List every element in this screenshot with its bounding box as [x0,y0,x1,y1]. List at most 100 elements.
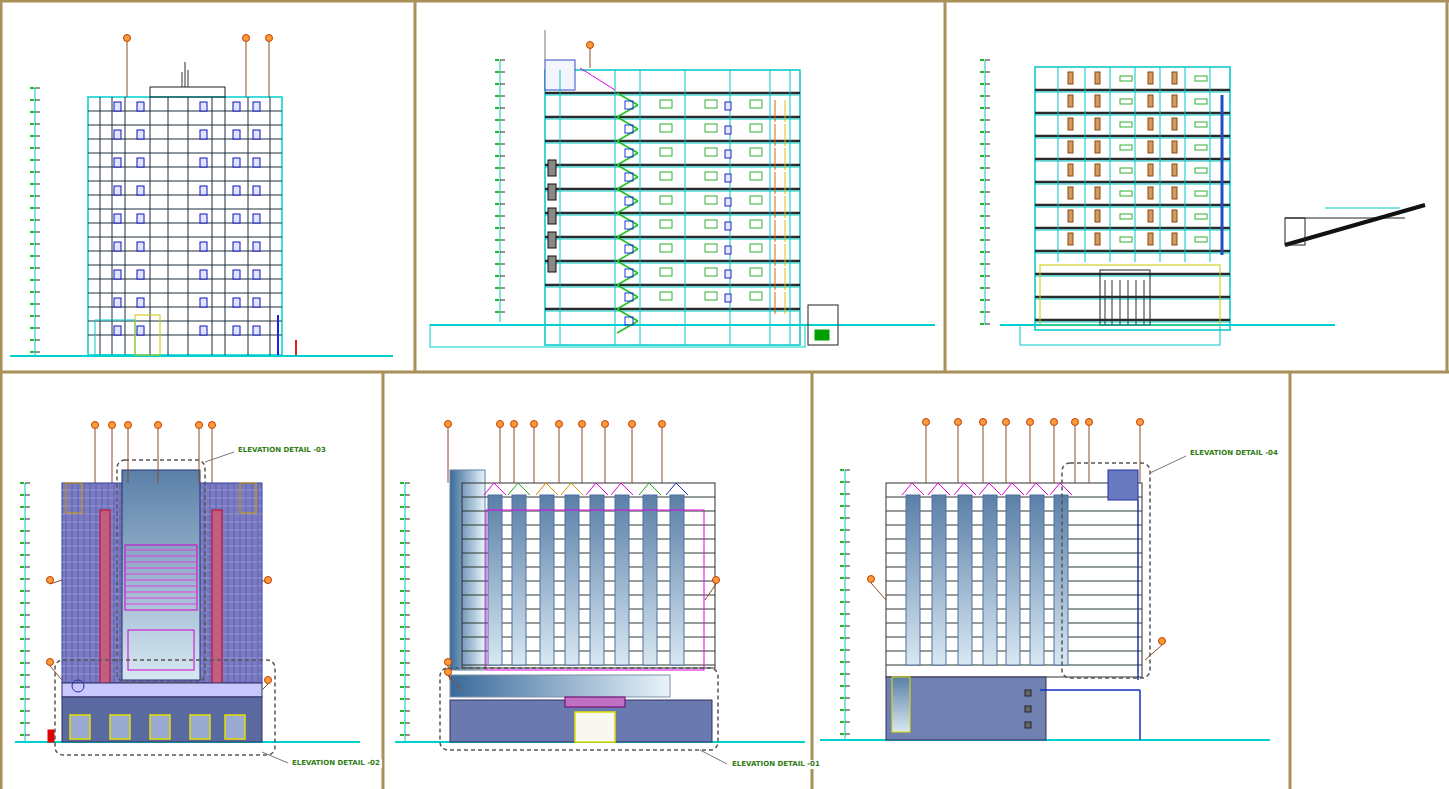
level-tick [35,352,40,353]
window [114,270,121,279]
pier [212,510,222,685]
callout-leader [448,676,462,690]
panel-divider [1289,372,1292,789]
callout-bubble [868,576,875,583]
level-mark [30,183,34,185]
door [1148,141,1153,153]
room-tag [750,244,762,252]
level-mark [400,614,404,616]
level-mark [840,709,844,711]
level-tick [25,543,30,544]
level-mark [840,517,844,519]
mullion [1110,67,1111,262]
window [253,158,260,167]
mullion [1058,67,1059,262]
slab [1035,204,1230,207]
level-mark [980,143,984,145]
callout-leader [212,429,213,483]
level-mark [980,83,984,85]
level-mark [30,327,34,329]
level-mark [980,131,984,133]
level-mark [980,251,984,253]
callout-leader [590,49,591,68]
pier [100,510,110,685]
callout-bubble [266,35,273,42]
level-tick [35,304,40,305]
callout-leader [128,429,129,483]
level-scale [845,470,846,740]
level-tick [845,530,850,531]
shaft-line [775,148,776,170]
level-tick [500,228,505,229]
stair-flight [617,225,638,237]
magenta-grid [125,604,197,605]
floor-line [88,125,282,126]
slab-edge [1035,161,1230,162]
shaft-line [775,268,776,290]
level-tick [405,567,410,568]
glazing-grid [210,483,211,683]
callout-bubble [47,659,54,666]
stair-flight [617,189,638,201]
callout-leader [534,428,535,483]
detail-label: ELEVATION DETAIL -04 [1188,449,1280,458]
level-tick [500,300,505,301]
level-mark [495,155,499,157]
window [233,186,240,195]
slab-edge [1035,322,1230,323]
window [137,158,144,167]
level-scale [35,88,36,355]
callout-leader [199,429,200,483]
level-mark [20,578,24,580]
room-tag [750,268,762,276]
callout-bubble [155,422,162,429]
level-tick [500,180,505,181]
stair-node [625,245,633,253]
level-tick [985,300,990,301]
window [233,130,240,139]
shaft-line [775,292,776,314]
level-tick [500,216,505,217]
window [114,186,121,195]
level-tick [35,148,40,149]
magenta-grid [125,580,197,581]
level-mark [400,650,404,652]
level-tick [405,531,410,532]
section-outline [1035,67,1230,330]
callout-leader [1145,645,1162,660]
level-mark [30,231,34,233]
level-tick [985,132,990,133]
door [1068,118,1073,130]
room-tag [705,268,717,276]
slab-edge [545,95,800,96]
window [200,130,207,139]
side-tower [450,470,485,670]
level-tick [845,518,850,519]
level-mark [400,722,404,724]
door [1172,164,1177,176]
room-tag [1195,191,1207,196]
level-mark [20,722,24,724]
level-tick [500,120,505,121]
glazing-grid [62,586,262,587]
stair-flight [617,177,638,189]
panel-divider [1446,0,1449,372]
level-tick [845,494,850,495]
callout-leader [605,428,606,483]
door [725,102,731,110]
window [137,242,144,251]
level-tick [25,507,30,508]
callout-leader [1089,426,1090,483]
crown-glazing [1108,470,1138,500]
door [725,174,731,182]
level-tick [985,156,990,157]
window [233,102,240,111]
mullion [1128,280,1129,325]
glazing-strip [932,495,946,665]
level-mark [840,613,844,615]
level-mark [495,287,499,289]
glazing-strip [983,495,997,665]
window [114,158,121,167]
crown [66,483,82,513]
slab [545,188,800,191]
